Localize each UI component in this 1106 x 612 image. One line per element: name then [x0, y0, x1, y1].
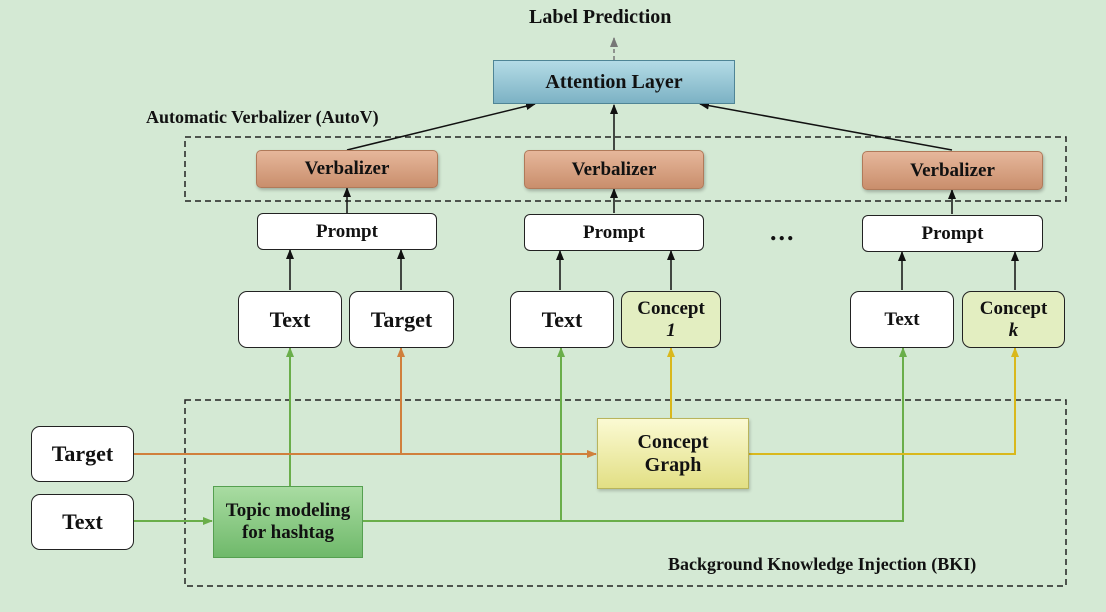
topic-modeling-box[interactable]: Topic modeling for hashtag [213, 486, 363, 558]
text-box-1[interactable]: Text [238, 291, 342, 348]
concept-title-k: Concept [979, 297, 1048, 319]
ellipsis: ... [770, 217, 796, 246]
autov-label: Automatic Verbalizer (AutoV) [146, 107, 379, 127]
topic-modeling-line1: Topic modeling [225, 500, 351, 522]
text-box-2[interactable]: Text [510, 291, 614, 348]
concept-title-1: Concept [637, 297, 705, 319]
text-box-3[interactable]: Text [850, 291, 954, 348]
verbalizer-box-2[interactable]: Verbalizer [524, 150, 704, 189]
prompt-box-3[interactable]: Prompt [862, 215, 1043, 252]
verbalizer-box-1[interactable]: Verbalizer [256, 150, 438, 188]
concept-index-1: 1 [666, 319, 676, 341]
autov-group-border [184, 136, 1067, 202]
verbalizer-box-3[interactable]: Verbalizer [862, 151, 1043, 190]
topic-modeling-line2: for hashtag [241, 522, 335, 543]
concept-index-k: k [1008, 319, 1019, 341]
bki-label: Background Knowledge Injection (BKI) [668, 554, 977, 574]
concept-graph-line1: Concept [637, 430, 709, 453]
arrow-verb3-to-attention [699, 101, 953, 151]
prompt-box-2[interactable]: Prompt [524, 214, 704, 251]
arrow-verb1-to-attention [346, 102, 536, 151]
concept-graph-line2: Graph [644, 453, 702, 476]
concept-graph-box[interactable]: Concept Graph [597, 418, 749, 489]
label-prediction-title: Label Prediction [529, 6, 672, 28]
target-input-box[interactable]: Target [31, 426, 134, 482]
concept-box-k[interactable]: Concept k [962, 291, 1065, 348]
prompt-box-1[interactable]: Prompt [257, 213, 437, 250]
arrow-graph-to-conceptk [749, 347, 1019, 455]
green-trunk-line [363, 347, 907, 522]
text-input-box[interactable]: Text [31, 494, 134, 550]
bki-group-border [184, 399, 1067, 587]
target-box-1[interactable]: Target [349, 291, 454, 348]
concept-box-1[interactable]: Concept 1 [621, 291, 721, 348]
attention-layer-box[interactable]: Attention Layer [493, 60, 735, 104]
